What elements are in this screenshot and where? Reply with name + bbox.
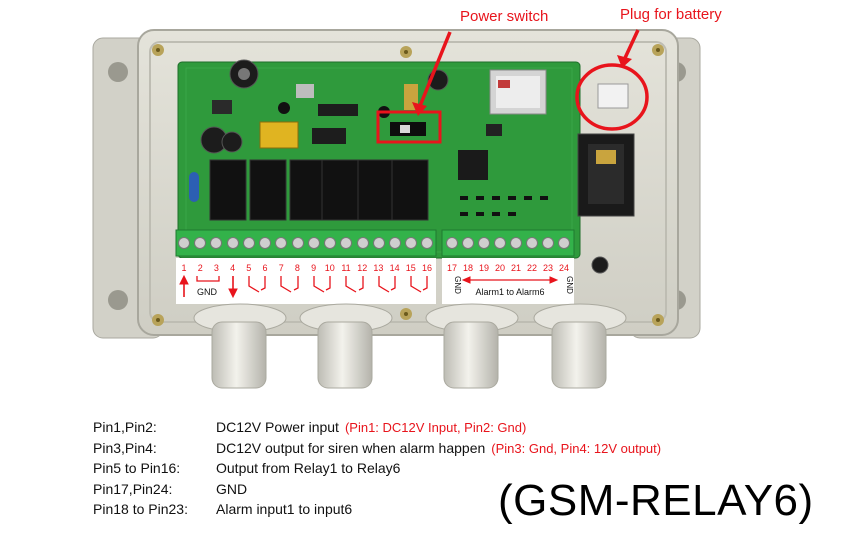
pin-label: Pin5 to Pin16: <box>93 460 181 476</box>
terminal-number-20: 20 <box>495 263 505 273</box>
terminal-number-5: 5 <box>246 263 251 273</box>
gnd-label: GND <box>197 287 218 297</box>
gnd-vertical-17: GND <box>453 276 462 294</box>
terminal-number-4: 4 <box>230 263 235 273</box>
down-arrow-icon <box>228 276 238 299</box>
pin-desc: DC12V output for siren when alarm happen… <box>216 439 662 456</box>
terminal-number-18: 18 <box>463 263 473 273</box>
terminal-number-24: 24 <box>559 263 569 273</box>
terminal-number-12: 12 <box>357 263 367 273</box>
battery-plug-callout-arrow <box>617 29 640 68</box>
battery-plug <box>597 83 629 109</box>
capacitor <box>221 131 243 153</box>
yellow-relay <box>259 121 299 149</box>
terminal-number-21: 21 <box>511 263 521 273</box>
terminal-number-8: 8 <box>295 263 300 273</box>
terminal-number-7: 7 <box>279 263 284 273</box>
terminal-number-23: 23 <box>543 263 553 273</box>
pin-label: Pin1,Pin2: <box>93 419 157 435</box>
alarm-range-arrow <box>461 276 559 284</box>
power-switch-callout-arrow <box>412 31 452 116</box>
terminal-number-10: 10 <box>325 263 335 273</box>
power-switch-callout-box <box>376 110 442 144</box>
terminal-block-right <box>441 229 575 257</box>
pin-note: (Pin3: Gnd, Pin4: 12V output) <box>491 440 662 456</box>
battery-plug-callout: Plug for battery <box>620 6 722 23</box>
pin-note: (Pin1: DC12V Input, Pin2: Gnd) <box>344 420 527 435</box>
terminal-number-14: 14 <box>390 263 400 273</box>
terminal-number-11: 11 <box>341 263 350 273</box>
terminal-number-13: 13 <box>373 263 383 273</box>
pin-desc: Output from Relay1 to Relay6 <box>216 460 401 476</box>
terminal-number-1: 1 <box>181 263 186 273</box>
power-switch-callout: Power switch <box>460 8 549 25</box>
pin-label: Pin17,Pin24: <box>93 480 173 497</box>
pin-desc: DC12V Power input(Pin1: DC12V Input, Pin… <box>216 419 527 435</box>
relay-contact-icon <box>248 276 428 293</box>
gnd-vertical-24: GND <box>565 276 574 294</box>
terminal-number-6: 6 <box>262 263 267 273</box>
relay-bank <box>209 159 429 221</box>
pin-label: Pin18 to Pin23: <box>93 501 188 517</box>
pin-desc: GND <box>216 480 248 497</box>
terminal-number-2: 2 <box>198 263 203 273</box>
terminal-number-19: 19 <box>479 263 489 273</box>
capacitor <box>591 256 609 274</box>
pin-label: Pin3,Pin4: <box>93 439 157 456</box>
terminal-number-16: 16 <box>422 263 432 273</box>
model-name: (GSM-RELAY6) <box>498 476 814 525</box>
cable-glands <box>193 303 627 389</box>
pin-desc: Alarm input1 to input6 <box>216 501 353 517</box>
terminal-number-15: 15 <box>406 263 416 273</box>
terminal-number-17: 17 <box>447 263 457 273</box>
alarm-range-label: Alarm1 to Alarm6 <box>475 287 544 297</box>
battery-plug-callout-circle <box>575 63 649 131</box>
up-arrow-icon <box>179 274 189 297</box>
terminal-number-9: 9 <box>311 263 316 273</box>
terminal-number-3: 3 <box>214 263 219 273</box>
terminal-number-22: 22 <box>527 263 537 273</box>
